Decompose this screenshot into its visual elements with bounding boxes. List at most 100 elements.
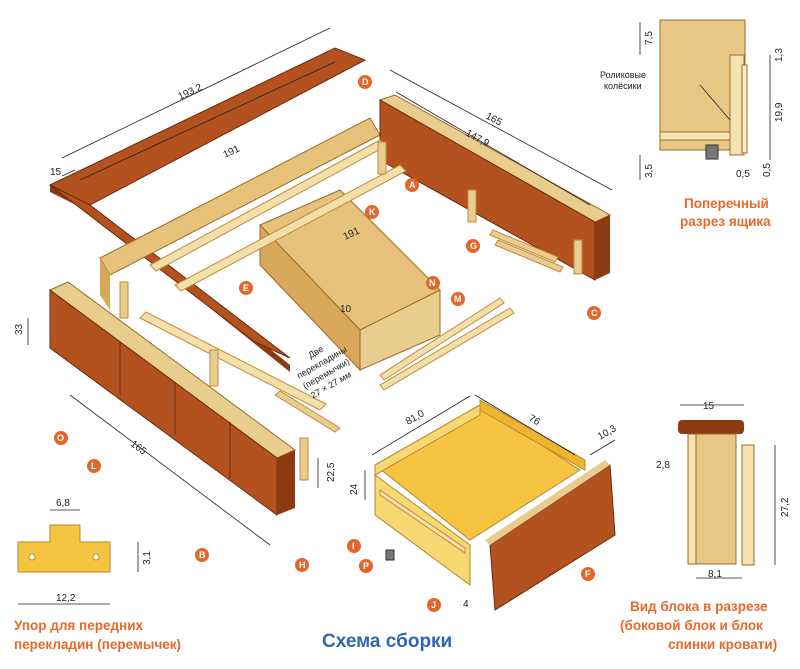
rail-E bbox=[139, 311, 327, 411]
cs-roller-leader bbox=[699, 84, 731, 121]
svg-text:N: N bbox=[429, 278, 436, 288]
stop-part: 6,8 3,1 12,2 Упор для передних переклади… bbox=[14, 498, 181, 652]
stop-caption-2: перекладин (перемычек) bbox=[14, 637, 181, 652]
block-section: 15 2,8 27,2 8,1 Вид блока в разрезе (бок… bbox=[620, 401, 791, 652]
dim-10: 10 bbox=[340, 304, 352, 315]
drawer bbox=[374, 399, 616, 611]
svg-text:G: G bbox=[470, 241, 477, 251]
svg-text:P: P bbox=[363, 561, 369, 571]
tag-B: B bbox=[195, 548, 209, 562]
tag-K: K bbox=[365, 205, 379, 219]
svg-text:A: A bbox=[409, 180, 416, 190]
tag-N: N bbox=[426, 276, 440, 290]
svg-text:H: H bbox=[299, 560, 306, 570]
svg-text:I: I bbox=[352, 541, 355, 551]
block-caption-2: (боковой блок и блок bbox=[620, 618, 763, 633]
bs-dim-15: 15 bbox=[703, 401, 715, 412]
dim-76: 76 bbox=[527, 413, 543, 428]
board-D-top-left bbox=[49, 184, 291, 359]
dim-15-left: 15 bbox=[50, 167, 62, 178]
cs-strip bbox=[741, 64, 748, 154]
rollers-label-2: колёсики bbox=[604, 81, 642, 91]
drawer-cross-section: Роликовые колёсики 7,5 1,3 19,9 3,5 0,5 … bbox=[600, 19, 785, 229]
post-4 bbox=[119, 281, 129, 319]
post-1 bbox=[377, 141, 387, 175]
bs-strip-left bbox=[687, 433, 697, 565]
svg-text:J: J bbox=[431, 600, 436, 610]
svg-text:B: B bbox=[199, 550, 206, 560]
svg-text:O: O bbox=[57, 433, 64, 443]
dim-22-5: 22,5 bbox=[326, 462, 337, 482]
frame-back-block-face bbox=[100, 258, 110, 310]
cs-dim-7-5: 7,5 bbox=[644, 31, 655, 45]
dim-165-front: 165 bbox=[128, 439, 148, 458]
dim-191-top: 191 bbox=[222, 144, 242, 161]
svg-text:M: M bbox=[454, 294, 462, 304]
drawer-front-top bbox=[485, 460, 610, 545]
tag-O: O bbox=[54, 431, 68, 445]
part-tags: D A K G C E N M O L B H I P J F bbox=[54, 75, 601, 612]
stop-hole-right bbox=[92, 553, 100, 561]
svg-text:D: D bbox=[362, 77, 369, 87]
bs-dim-2-8: 2,8 bbox=[656, 460, 670, 471]
tag-P: P bbox=[359, 559, 373, 573]
cs-dim-0-5-a: 0,5 bbox=[736, 169, 750, 180]
cs-roller bbox=[705, 144, 719, 160]
tag-G: G bbox=[466, 239, 480, 253]
stop-hole-left bbox=[28, 553, 36, 561]
stop-dim-3-1: 3,1 bbox=[142, 551, 153, 565]
rail-small1 bbox=[274, 390, 341, 433]
stop-caption-1: Упор для передних bbox=[14, 618, 143, 633]
dim-165-top: 165 bbox=[484, 111, 504, 129]
cs-dim-0-5-b: 0,5 bbox=[762, 163, 773, 177]
board-B-end bbox=[277, 450, 295, 515]
tag-F: F bbox=[581, 567, 595, 581]
cross-section-caption-2: разрез ящика bbox=[680, 214, 771, 229]
dim-33: 33 bbox=[14, 323, 25, 335]
drawer-runner bbox=[379, 489, 466, 554]
stop-shape bbox=[17, 524, 111, 573]
bs-strip-right bbox=[741, 444, 755, 566]
dimension-lines bbox=[27, 27, 616, 546]
tag-C: C bbox=[587, 306, 601, 320]
cross-section-caption-1: Поперечный bbox=[684, 196, 769, 211]
tag-J: J bbox=[427, 598, 441, 612]
dim-81-0: 81,0 bbox=[404, 408, 427, 427]
dim-4: 4 bbox=[463, 599, 469, 610]
cs-dim-19-9: 19,9 bbox=[774, 102, 785, 122]
svg-text:E: E bbox=[243, 283, 249, 293]
post-6 bbox=[209, 349, 219, 387]
tag-H: H bbox=[295, 558, 309, 572]
drawer-left bbox=[374, 404, 481, 476]
frame-side-block-end bbox=[359, 289, 441, 371]
block-caption-3: спинки кровати) bbox=[668, 637, 777, 652]
tag-L: L bbox=[87, 459, 101, 473]
svg-text:C: C bbox=[591, 308, 598, 318]
drawer-roller bbox=[385, 549, 395, 561]
dim-193-2: 193,2 bbox=[177, 82, 205, 103]
rail-K bbox=[174, 164, 407, 292]
cs-dim-1-3: 1,3 bbox=[774, 48, 785, 62]
rail-M1 bbox=[379, 297, 505, 381]
post-3 bbox=[573, 239, 583, 275]
bs-dim-8-1: 8,1 bbox=[708, 569, 722, 580]
bs-dim-27-2: 27,2 bbox=[780, 497, 791, 517]
tag-I: I bbox=[347, 539, 361, 553]
dim-24: 24 bbox=[349, 483, 360, 495]
svg-text:K: K bbox=[369, 207, 376, 217]
svg-text:L: L bbox=[91, 461, 97, 471]
block-caption-1: Вид блока в разрезе bbox=[630, 599, 768, 614]
bed-frame bbox=[48, 47, 612, 516]
svg-text:F: F bbox=[585, 569, 591, 579]
tag-D: D bbox=[358, 75, 372, 89]
diagram-title: Схема сборки bbox=[322, 631, 452, 652]
tag-A: A bbox=[405, 178, 419, 192]
dim-10-3: 10,3 bbox=[596, 423, 619, 442]
post-5 bbox=[299, 437, 309, 481]
rail-M2 bbox=[379, 307, 515, 391]
rollers-label-1: Роликовые bbox=[600, 70, 646, 80]
stop-dim-12-2: 12,2 bbox=[56, 593, 76, 604]
cs-dim-3-5: 3,5 bbox=[644, 164, 655, 178]
rail-G1 bbox=[489, 229, 559, 263]
